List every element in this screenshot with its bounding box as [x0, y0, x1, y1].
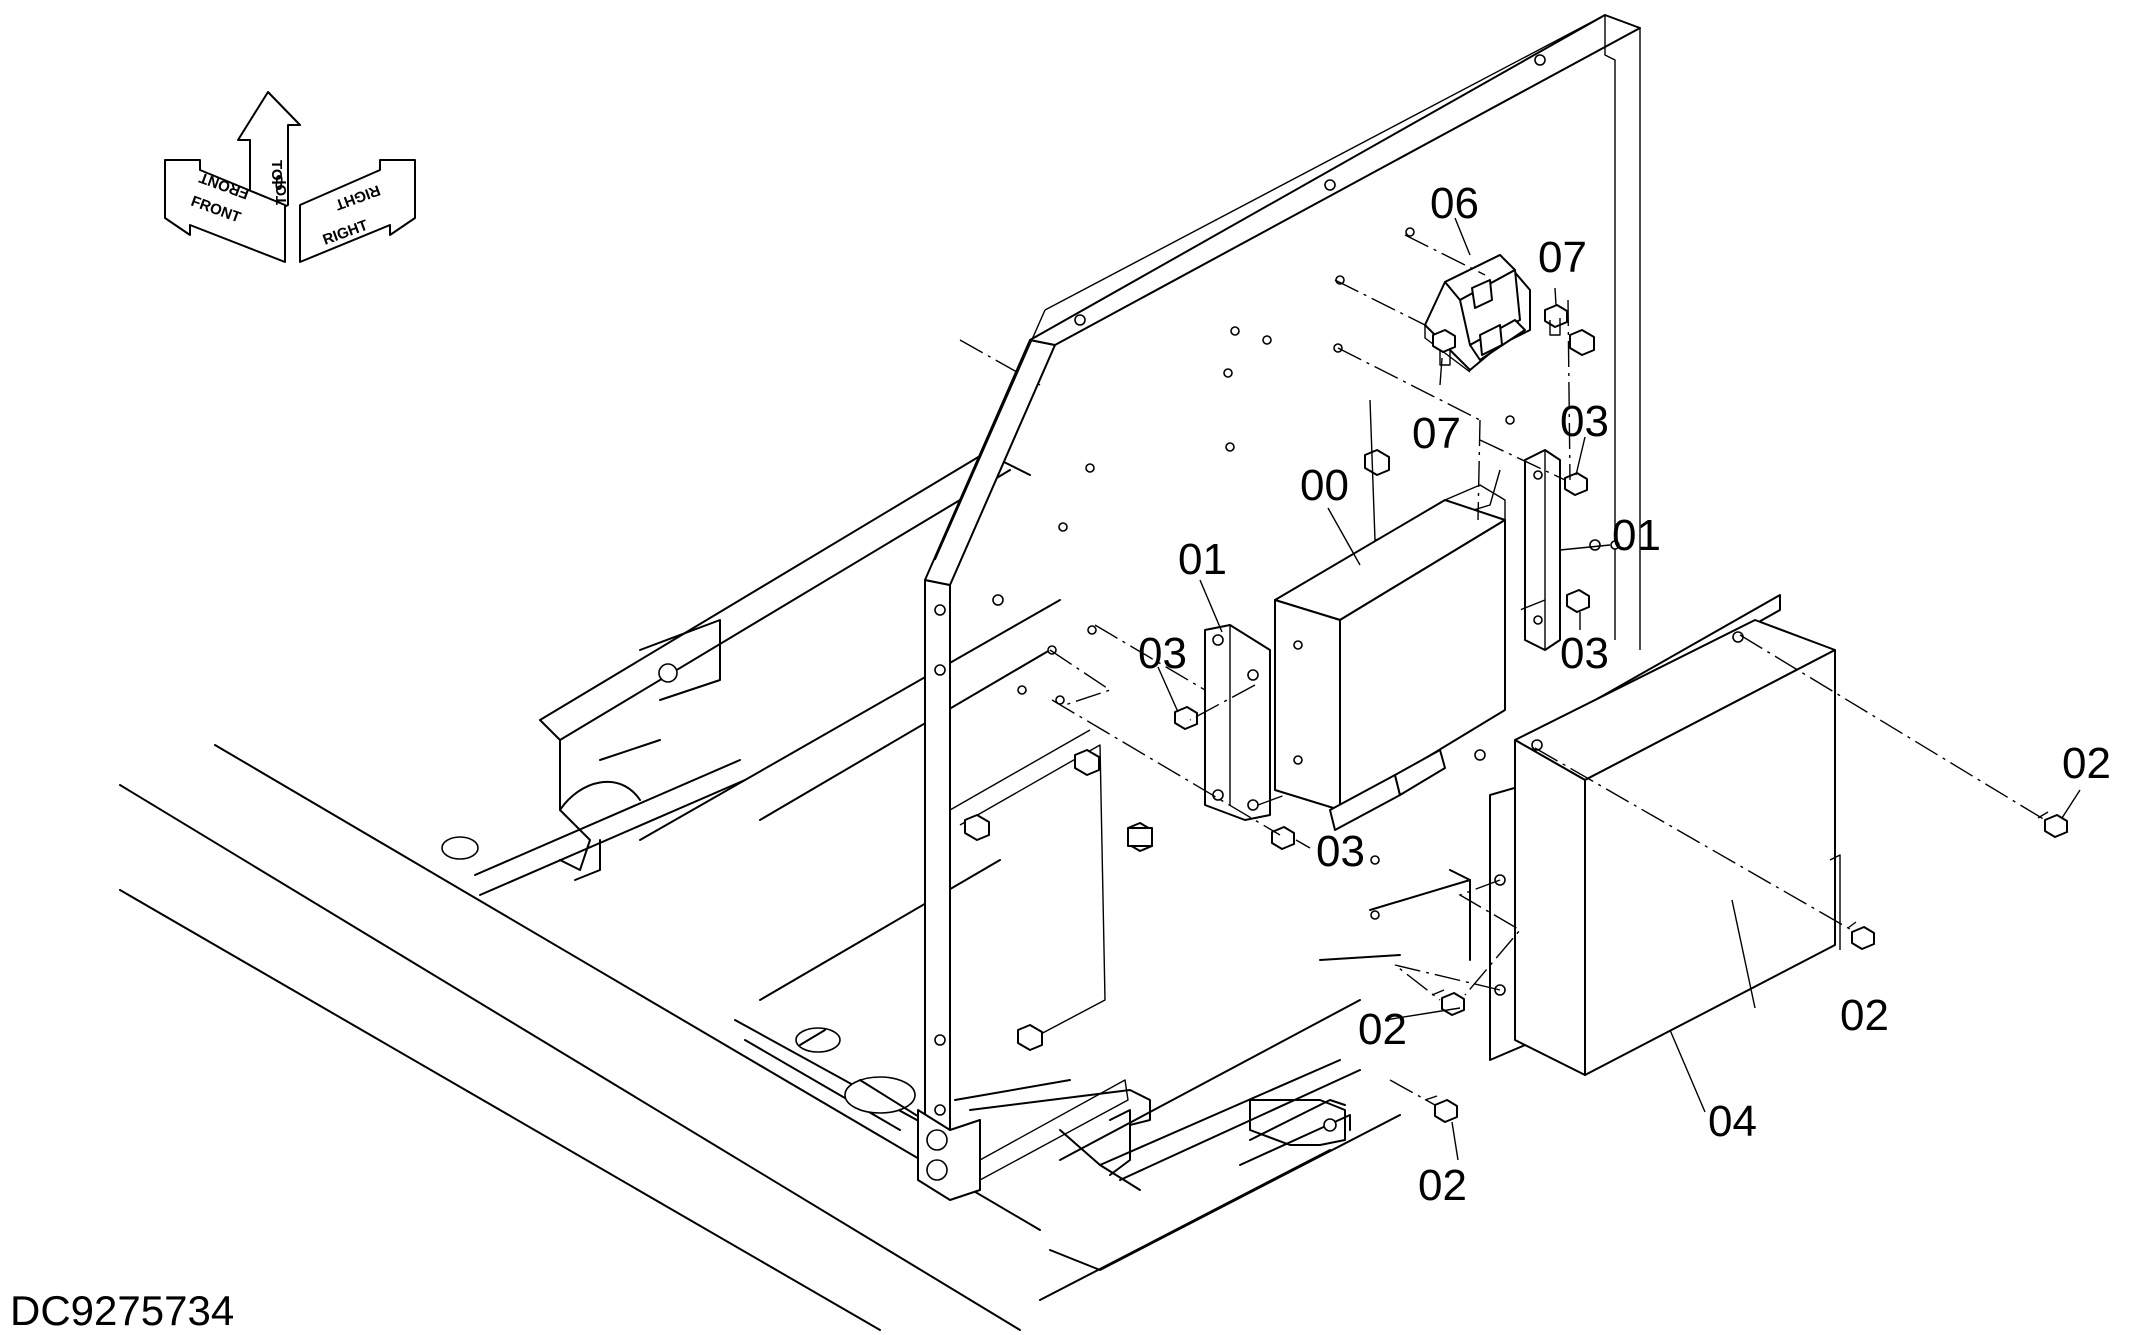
part-01-bracket-left: [1204, 624, 1271, 821]
callout-02-center: 02: [1358, 1005, 1407, 1054]
callout-03-upper-right: 03: [1560, 397, 1609, 446]
bolt-07-lower-icon: [1432, 329, 1456, 366]
callout-03-lower: 03: [1316, 827, 1365, 876]
bolt-icons: [1127, 304, 2068, 1123]
callout-03-mid-right: 03: [1560, 629, 1609, 678]
bolt-02-bottom-icon: [1424, 1095, 1458, 1123]
callout-02-bottom: 02: [1418, 1161, 1467, 1210]
callout-04: 04: [1708, 1097, 1757, 1146]
callout-labels: 00 01 01 02 02 02 02 03 03 03 03 04 06 0…: [1138, 179, 2111, 1210]
document-id: DC9275734: [10, 1287, 234, 1334]
callout-06: 06: [1430, 179, 1479, 228]
bolt-03-upper-right-icon: [1564, 472, 1588, 496]
callout-00: 00: [1300, 461, 1349, 510]
callout-01-left: 01: [1178, 535, 1227, 584]
callout-03-left: 03: [1138, 629, 1187, 678]
orientation-arrows-icon: FRONT FRONT TOP TOP RIGHT RIGHT: [164, 91, 416, 263]
assembly-center-lines: [1049, 234, 2046, 1106]
callout-02-right: 02: [1840, 991, 1889, 1040]
leader-lines: [1157, 217, 2081, 1161]
callout-01-right: 01: [1612, 511, 1661, 560]
mounting-panel: [917, 14, 1641, 1201]
bolt-03-left-icon: [1174, 706, 1198, 730]
callout-07-upper: 07: [1538, 233, 1587, 282]
part-04-cover: [1489, 594, 1841, 1076]
top-label-mirror: TOP: [273, 174, 290, 205]
callout-07-lower: 07: [1412, 409, 1461, 458]
bolt-03-lower-icon: [1271, 826, 1295, 850]
part-00-controller: [1274, 484, 1506, 831]
callout-02-far-right: 02: [2062, 739, 2111, 788]
part-06-connector: [1424, 254, 1531, 373]
bolt-03-mid-right-icon: [1566, 589, 1590, 613]
bolt-02-right-icon: [1847, 921, 1875, 950]
floor-frame: [119, 339, 1471, 1331]
bolt-07-upper-icon: [1544, 304, 1568, 336]
top-label: TOP: [268, 160, 285, 191]
part-01-bracket-right: [1524, 449, 1561, 651]
